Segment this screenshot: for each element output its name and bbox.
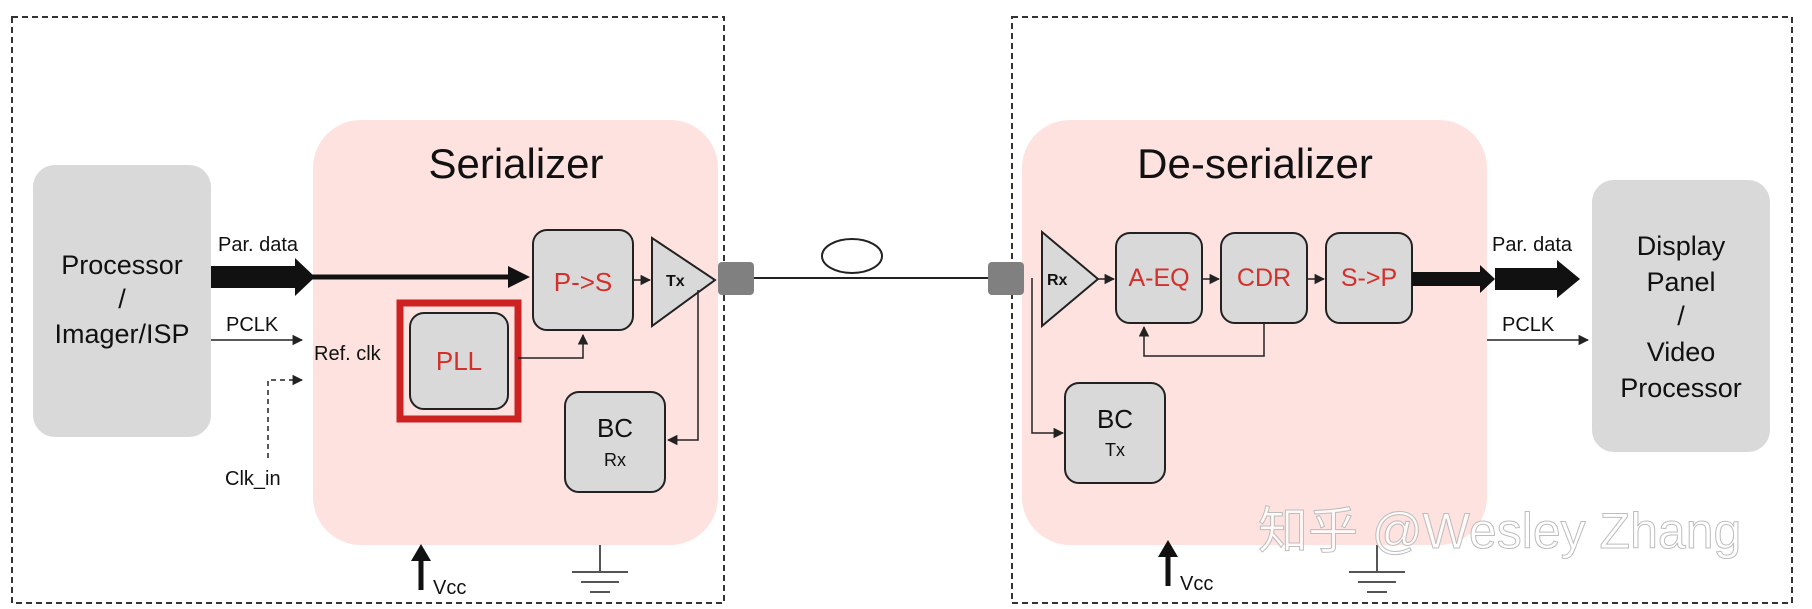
pll-label: PLL	[436, 346, 482, 376]
display-label-line3: /	[1677, 301, 1685, 331]
par-data-label-left: Par. data	[218, 234, 299, 256]
clk-in-label: Clk_in	[225, 468, 281, 490]
aeq-label: A-EQ	[1128, 264, 1189, 292]
processor-label-line2: /	[118, 284, 126, 314]
display-label-line1: Display	[1637, 231, 1726, 261]
tx-label: Tx	[666, 273, 685, 290]
par-data-bus-out-head-1	[1480, 265, 1495, 293]
processor-label-line1: Processor	[61, 250, 183, 280]
rx-label: Rx	[1047, 272, 1068, 289]
processor-label-line3: Imager/ISP	[54, 319, 189, 349]
bc-rx-sub-label: Rx	[604, 450, 626, 470]
rx-receiver	[1041, 229, 1100, 329]
bc-tx-sub-label: Tx	[1105, 440, 1125, 460]
display-label-line5: Processor	[1620, 373, 1742, 403]
pll-highlight-box	[396, 299, 522, 423]
clk-in-dashed-line	[267, 374, 304, 458]
deserializer-connector	[988, 262, 1024, 295]
par-data-bus-out-head-2	[1557, 260, 1580, 298]
display-panel-block	[1592, 180, 1770, 452]
bc-rx-label: BC	[597, 413, 633, 443]
pclk-label-right: PCLK	[1502, 314, 1555, 336]
serializer-title: Serializer	[428, 140, 603, 187]
bc-tx-block	[1064, 382, 1166, 484]
par-data-bus-out	[1412, 272, 1480, 286]
vcc-arrow-des-head	[1158, 540, 1178, 557]
p-to-s-label: P->S	[554, 267, 613, 297]
ground-symbol-ser	[572, 545, 628, 593]
display-label-line2: Panel	[1646, 267, 1715, 297]
tx-driver	[651, 236, 717, 328]
vcc-arrow-ser-head	[411, 544, 431, 561]
ref-clk-label: Ref. clk	[314, 343, 382, 365]
deserializer-frame	[1011, 16, 1793, 604]
display-label-line4: Video	[1647, 337, 1716, 367]
par-data-bus-thick	[211, 266, 295, 288]
bc-tx-label: BC	[1097, 404, 1133, 434]
watermark-text: 知乎 @Wesley Zhang	[1258, 503, 1741, 559]
pll-to-ps-line	[518, 333, 589, 359]
bc-rx-block	[564, 391, 666, 493]
vcc-label-des: Vcc	[1180, 573, 1213, 595]
s-to-p-label: S->P	[1341, 264, 1397, 292]
ground-symbol-des	[1349, 545, 1405, 593]
par-data-bus-thick-head	[295, 258, 315, 296]
back-channel-ser	[666, 290, 699, 446]
pclk-label-left: PCLK	[226, 314, 279, 336]
serializer-connector	[718, 262, 754, 295]
serializer-frame	[11, 16, 725, 604]
pll-block	[409, 312, 509, 410]
aeq-block	[1115, 232, 1203, 324]
back-channel-des	[1031, 278, 1065, 439]
vcc-label-ser: Vcc	[433, 577, 466, 599]
processor-block	[33, 165, 211, 437]
par-data-label-right: Par. data	[1492, 234, 1573, 256]
deserializer-title: De-serializer	[1137, 140, 1373, 187]
par-data-bus-out-thick	[1495, 268, 1557, 290]
cdr-feedback-line	[1138, 323, 1265, 357]
par-data-bus-in-head	[508, 266, 530, 288]
cdr-label: CDR	[1237, 264, 1291, 292]
cable-coil	[821, 238, 883, 274]
